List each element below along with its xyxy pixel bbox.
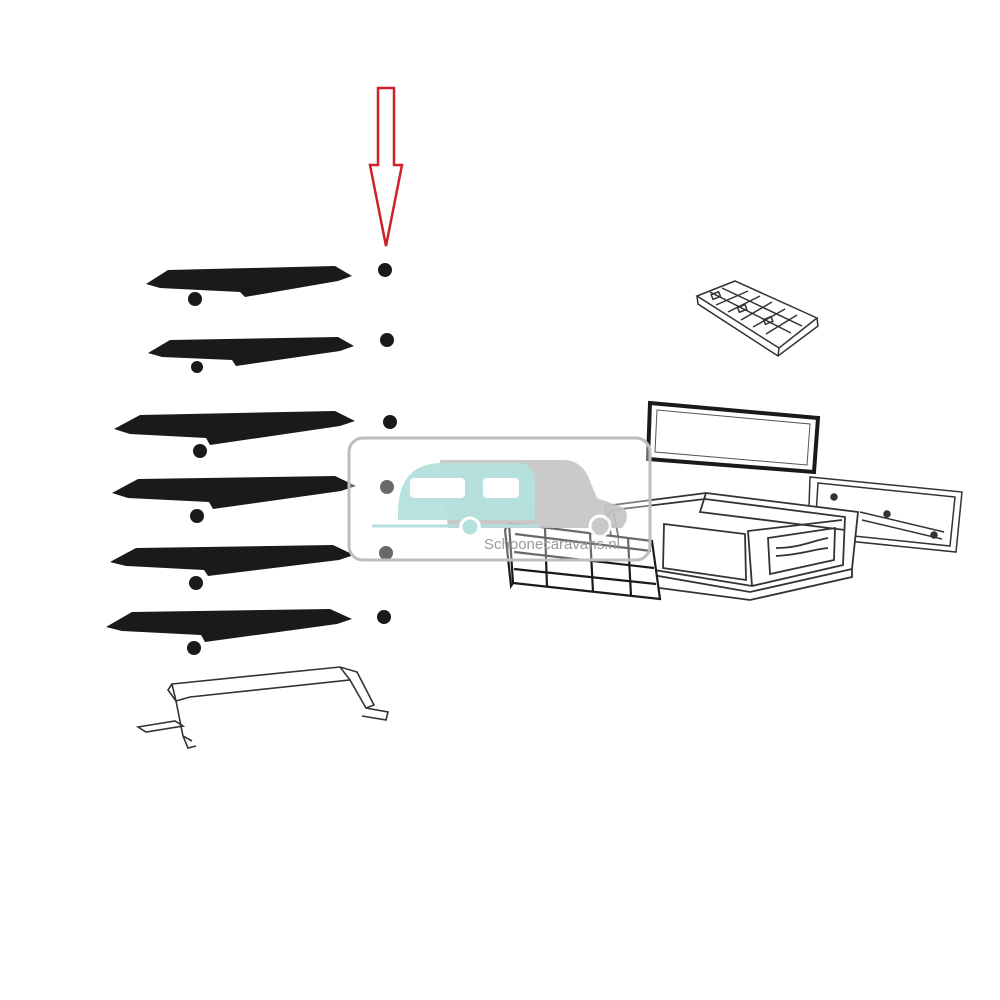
shelf-clip — [377, 610, 391, 624]
shelves — [106, 266, 356, 642]
ice-cube-tray — [695, 280, 819, 357]
shelf-clip — [187, 641, 201, 655]
watermark-text: Schoonecaravans.nl — [484, 536, 620, 553]
shelf-3 — [114, 411, 355, 445]
shelf-clip — [380, 333, 394, 347]
shelf-clip — [383, 415, 397, 429]
shelf-clip — [190, 509, 204, 523]
shelf-clips-left — [187, 292, 207, 655]
shelf-clip — [189, 576, 203, 590]
shelf-5 — [110, 545, 354, 576]
shelf-6 — [106, 609, 352, 642]
crisper-cover — [645, 400, 821, 475]
shelf-clip — [378, 263, 392, 277]
wire-rack — [135, 666, 389, 749]
shelf-4 — [112, 476, 356, 509]
shelf-1 — [146, 266, 352, 297]
shelf-clip — [193, 444, 207, 458]
watermark: Schoonecaravans.nl — [347, 436, 652, 562]
shelf-clip — [191, 361, 203, 373]
shelf-2 — [148, 337, 354, 366]
caravan-icon — [372, 463, 540, 538]
shelf-clip — [188, 292, 202, 306]
down-arrow-icon — [368, 86, 404, 247]
shelf-clip — [380, 480, 394, 494]
shelf-clip — [379, 546, 393, 560]
shelf-clips-right — [377, 263, 397, 624]
